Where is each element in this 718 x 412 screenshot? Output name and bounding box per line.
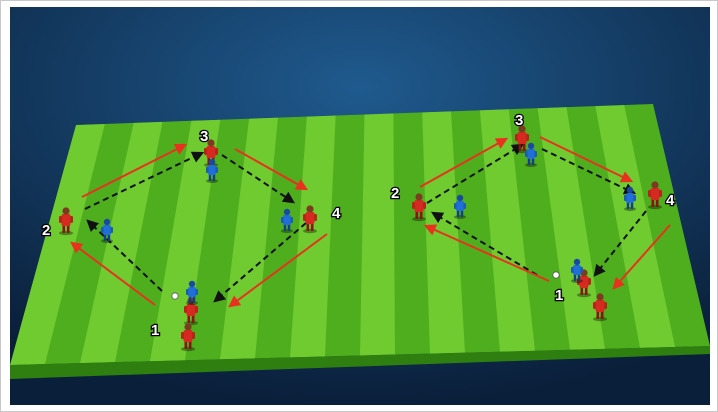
pitch-stripe xyxy=(360,113,395,355)
position-label-1: 1 xyxy=(151,322,159,339)
position-label-4: 4 xyxy=(666,192,675,209)
position-label-2: 2 xyxy=(391,185,399,202)
drill-diagram: 2 3 4 1 2 3 4 1 xyxy=(10,7,710,405)
position-label-3: 3 xyxy=(515,112,523,129)
position-label-4: 4 xyxy=(332,205,341,222)
position-label-2: 2 xyxy=(42,222,50,239)
position-label-1: 1 xyxy=(555,287,563,304)
ball-icon xyxy=(172,293,178,299)
ball-icon xyxy=(553,272,559,278)
pitch xyxy=(10,104,710,379)
position-label-3: 3 xyxy=(200,128,208,145)
